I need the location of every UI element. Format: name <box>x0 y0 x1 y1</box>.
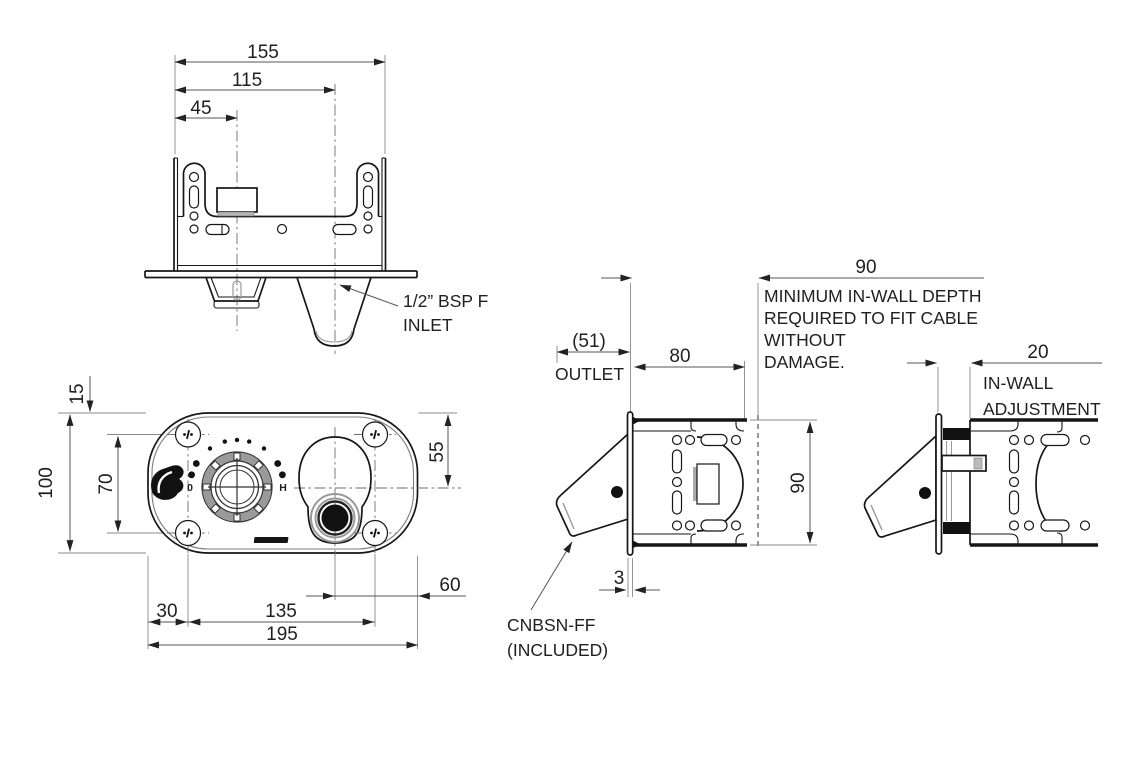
flow-control-opening <box>298 436 372 544</box>
mounting-screws <box>167 421 396 547</box>
inlet-funnel <box>296 277 372 347</box>
dim-label-90-depth: 90 <box>855 257 876 278</box>
dim-label-155: 155 <box>247 42 279 63</box>
min-depth-note: MINIMUM IN-WALL DEPTH REQUIRED TO FIT CA… <box>764 286 981 372</box>
inlet-label-line1: 1/2” BSP F <box>403 291 488 311</box>
dimension-155: 155 <box>174 42 386 66</box>
faceplate <box>147 412 419 554</box>
hand-icon <box>151 465 184 500</box>
wall-flange <box>144 270 418 279</box>
dim-label-90-height: 90 <box>788 472 809 493</box>
dimension-90-height: 90 <box>788 421 814 544</box>
bracket-holes-side <box>671 433 742 532</box>
spout-outlet-side <box>555 432 629 537</box>
dial-grip-notches <box>202 452 272 522</box>
seal-block-top <box>943 428 970 440</box>
mounting-screw <box>167 519 209 547</box>
valve-block <box>216 187 258 217</box>
side-view-installed: 90 MINIMUM IN-WALL DEPTH REQUIRED TO FIT… <box>507 257 984 660</box>
cnbsn-label-line2: (INCLUDED) <box>507 640 608 660</box>
cnbsn-callout: CNBSN-FF (INCLUDED) <box>507 541 608 660</box>
temperature-dial: 0 H <box>187 437 287 523</box>
cnbsn-label-line1: CNBSN-FF <box>507 615 595 635</box>
adjustment-gap <box>941 428 987 534</box>
dim-label-115: 115 <box>232 70 262 91</box>
dimension-30-135: 30 135 <box>148 601 375 626</box>
dial-scale-dots <box>188 437 286 479</box>
dimension-20: 20 <box>907 342 1102 367</box>
spout-outlet-adjusted <box>863 434 937 538</box>
wall-plate-adjusted <box>935 413 943 555</box>
mounting-screw <box>167 421 209 448</box>
bracket-holes-adjusted <box>1008 433 1091 532</box>
push-button <box>321 504 349 532</box>
mounting-screw <box>354 519 396 547</box>
dimension-90-depth: 90 <box>601 257 984 282</box>
inlet-callout: 1/2” BSP F INLET <box>339 284 488 335</box>
dim-label-20: 20 <box>1027 342 1048 363</box>
dimension-100: 100 <box>36 414 74 552</box>
push-button-ring <box>317 500 353 536</box>
dimension-51-outlet: (51) OUTLET <box>555 331 630 384</box>
wall-plate-side <box>626 411 641 556</box>
dimension-15: 15 <box>67 376 94 412</box>
dim-label-15: 15 <box>67 383 88 404</box>
dimension-80: 80 <box>634 346 745 371</box>
dim-label-195: 195 <box>266 624 298 645</box>
dim-label-45: 45 <box>190 98 211 119</box>
mounting-bracket-adjusted <box>969 418 1098 547</box>
dim-label-100: 100 <box>36 467 57 499</box>
spout-pivot-dot <box>919 487 931 499</box>
dial-hot-label: H <box>279 482 287 494</box>
dimension-70: 70 <box>96 436 122 532</box>
mounting-screw <box>354 421 396 448</box>
dim-label-70: 70 <box>96 473 117 494</box>
mounting-bracket-side <box>633 418 747 547</box>
dimension-3: 3 <box>599 568 660 594</box>
dim-label-51: (51) <box>572 331 606 352</box>
min-depth-note-line2: REQUIRED TO FIT CABLE <box>764 308 978 328</box>
bracket-top-outline <box>173 157 387 271</box>
dim-label-30: 30 <box>156 601 177 622</box>
bracket-fixing-holes <box>188 171 374 236</box>
dim-label-60: 60 <box>439 575 460 596</box>
adjustment-note-line2: ADJUSTMENT <box>983 399 1101 419</box>
min-depth-note-line3: WITHOUT <box>764 330 846 350</box>
dimension-115: 115 <box>174 70 336 94</box>
outlet-label: OUTLET <box>555 364 624 384</box>
dim-label-80: 80 <box>669 346 690 367</box>
dimension-45: 45 <box>174 98 238 122</box>
dimension-195: 195 <box>147 624 418 649</box>
min-depth-note-line4: DAMAGE. <box>764 352 845 372</box>
dim-label-55: 55 <box>427 441 448 462</box>
dim-label-135: 135 <box>265 601 297 622</box>
dim-label-3: 3 <box>614 568 625 589</box>
dimension-55: 55 <box>427 414 452 487</box>
dial-min-label: 0 <box>187 482 193 494</box>
front-view: 15 100 70 55 30 135 195 <box>36 376 466 649</box>
top-view: 155 115 45 <box>144 42 488 354</box>
dimension-60: 60 <box>306 575 466 600</box>
adjustment-note: IN-WALL ADJUSTMENT <box>983 373 1101 419</box>
inlet-label-line2: INLET <box>403 315 453 335</box>
seal-block-bottom <box>943 522 970 534</box>
brand-logo-mark <box>253 537 289 543</box>
side-view-adjustment: 20 IN-WALL ADJUSTMENT <box>863 342 1102 555</box>
spout-boss <box>205 277 267 309</box>
min-depth-note-line1: MINIMUM IN-WALL DEPTH <box>764 286 981 306</box>
adjustment-note-line1: IN-WALL <box>983 373 1054 393</box>
spout-pivot-dot <box>611 486 623 498</box>
